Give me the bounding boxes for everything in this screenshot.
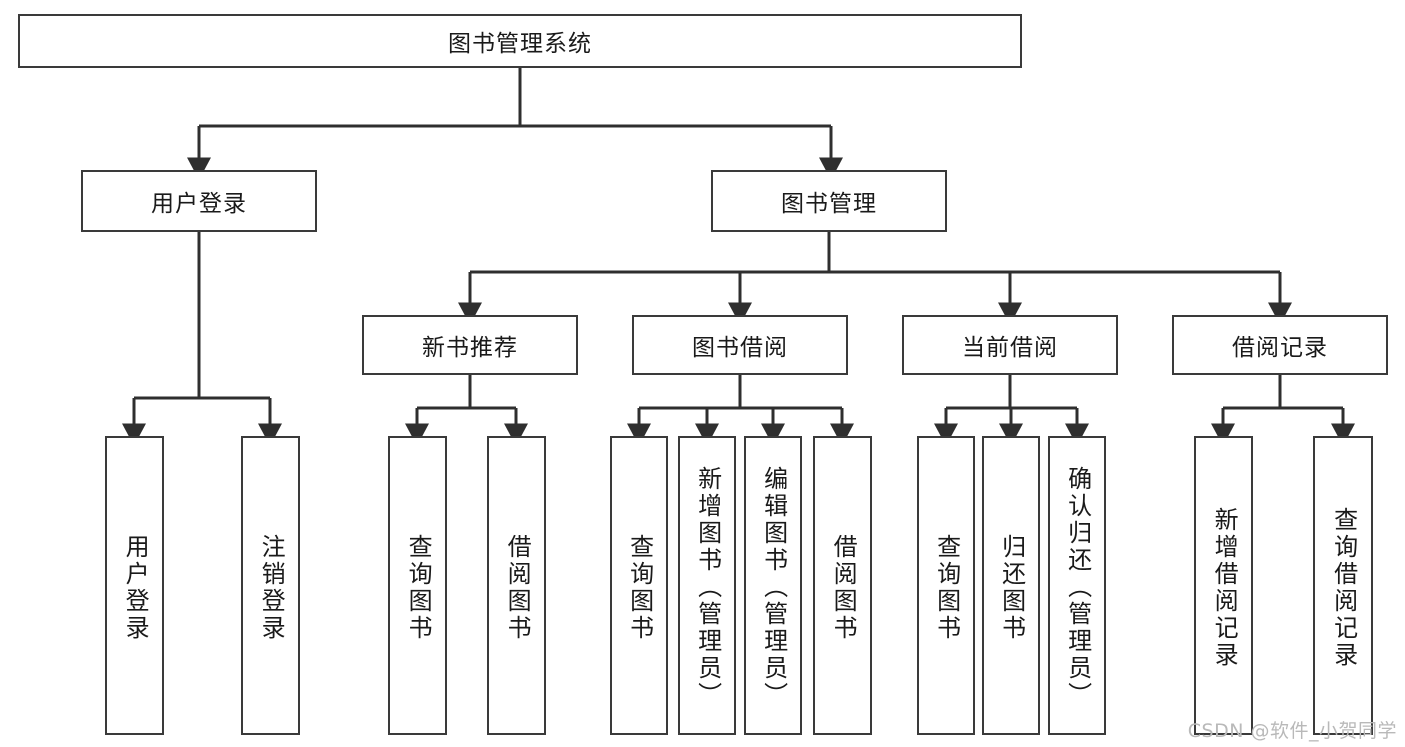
node-label: 图书管理: [781, 191, 877, 217]
node-label: 归还图书: [997, 533, 1026, 642]
node-label: 借阅图书: [829, 533, 858, 642]
node-leaf-query-book-borrow[interactable]: 查询图书: [610, 436, 668, 735]
node-label: 确认归还（管理员）: [1063, 466, 1092, 709]
node-leaf-confirm-return-admin[interactable]: 确认归还（管理员）: [1048, 436, 1106, 735]
node-label: 用户登录: [121, 533, 150, 642]
node-current-borrow[interactable]: 当前借阅: [902, 315, 1118, 375]
node-leaf-query-book-recommend[interactable]: 查询图书: [388, 436, 447, 735]
node-new-book-recommend[interactable]: 新书推荐: [362, 315, 578, 375]
node-leaf-add-book-admin[interactable]: 新增图书（管理员）: [678, 436, 736, 735]
node-label: 图书借阅: [692, 335, 788, 361]
node-leaf-query-book-current[interactable]: 查询图书: [917, 436, 975, 735]
node-leaf-user-login[interactable]: 用户登录: [105, 436, 164, 735]
node-label: 新增借阅记录: [1210, 506, 1239, 669]
node-label: 注销登录: [257, 533, 286, 642]
node-label: 查询图书: [404, 533, 433, 642]
node-user-login[interactable]: 用户登录: [81, 170, 317, 232]
node-book-manage[interactable]: 图书管理: [711, 170, 947, 232]
node-label: 用户登录: [151, 191, 247, 217]
node-leaf-return-book[interactable]: 归还图书: [982, 436, 1040, 735]
node-leaf-add-borrow-record[interactable]: 新增借阅记录: [1194, 436, 1253, 735]
node-leaf-borrow-book[interactable]: 借阅图书: [813, 436, 872, 735]
node-label: 当前借阅: [962, 335, 1058, 361]
node-label: 编辑图书（管理员）: [759, 466, 788, 709]
node-leaf-edit-book-admin[interactable]: 编辑图书（管理员）: [744, 436, 802, 735]
node-label: 查询图书: [932, 533, 961, 642]
node-leaf-query-borrow-record[interactable]: 查询借阅记录: [1313, 436, 1373, 735]
node-leaf-borrow-book-recommend[interactable]: 借阅图书: [487, 436, 546, 735]
node-label: 图书管理系统: [448, 31, 592, 57]
node-root-system[interactable]: 图书管理系统: [18, 14, 1022, 68]
node-label: 借阅图书: [503, 533, 532, 642]
node-label: 查询借阅记录: [1329, 506, 1358, 669]
node-leaf-user-logout[interactable]: 注销登录: [241, 436, 300, 735]
node-borrow-record[interactable]: 借阅记录: [1172, 315, 1388, 375]
node-label: 新书推荐: [422, 335, 518, 361]
node-label: 查询图书: [625, 533, 654, 642]
node-label: 新增图书（管理员）: [693, 466, 722, 709]
node-book-borrow[interactable]: 图书借阅: [632, 315, 848, 375]
watermark-text: CSDN @软件_小贺同学: [1187, 720, 1397, 742]
node-label: 借阅记录: [1232, 335, 1328, 361]
